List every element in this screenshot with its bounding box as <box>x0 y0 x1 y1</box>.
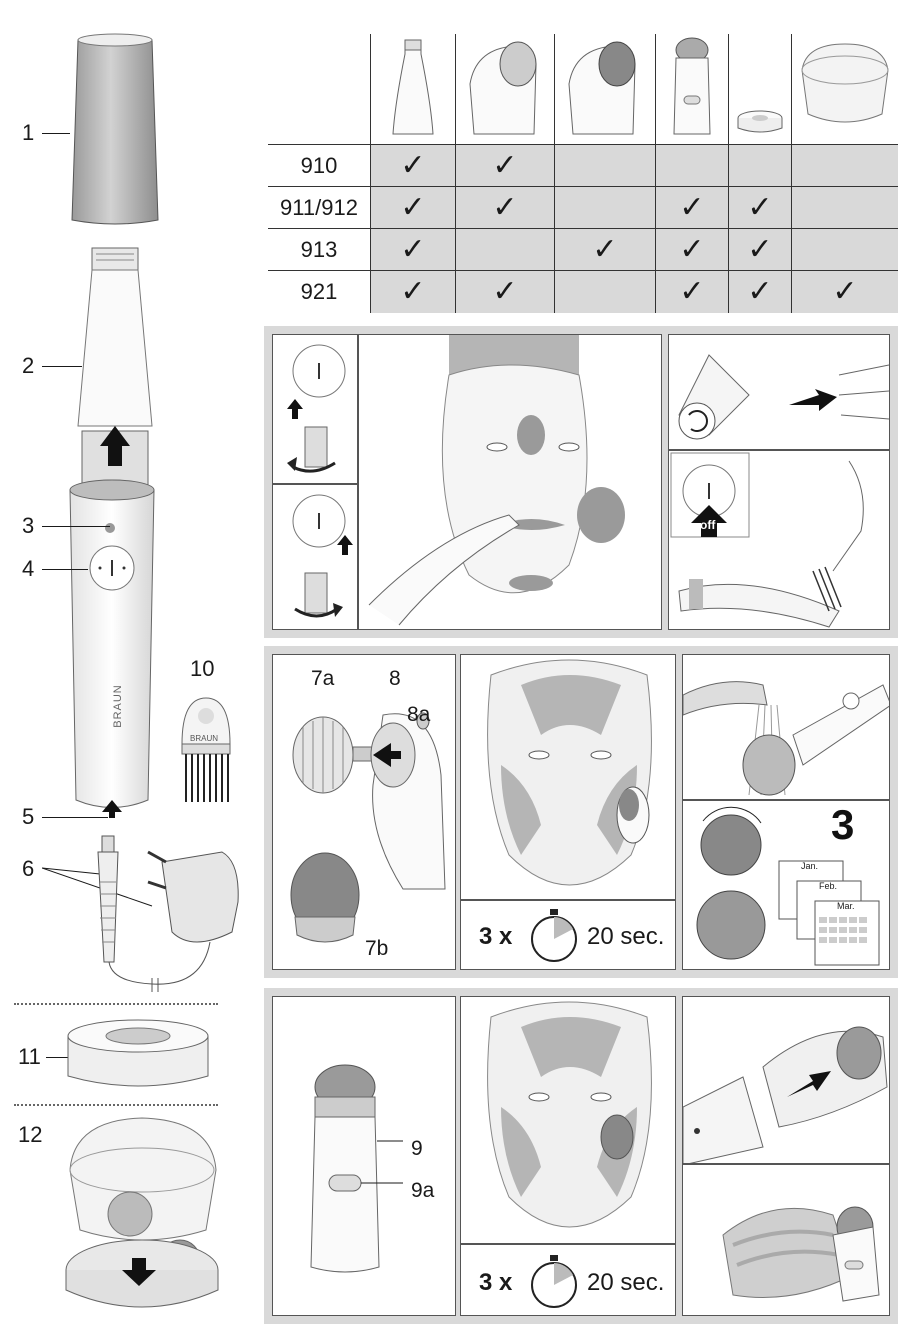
check-cell <box>554 144 656 187</box>
replace-brush-box: 3 Jan. Feb. Mar. <box>682 800 890 970</box>
check-cell <box>728 144 792 187</box>
check-cell: ✓ <box>554 228 656 271</box>
table-row: 921 ✓ ✓ ✓ ✓ ✓ <box>268 270 898 313</box>
label-9a: 9a <box>411 1179 435 1202</box>
check-cell <box>791 144 898 187</box>
table-row: 913 ✓ ✓ ✓ ✓ <box>268 228 898 271</box>
check-cell: ✓ <box>728 228 792 271</box>
check-cell: ✓ <box>655 228 729 271</box>
face-brush-zones <box>460 654 676 900</box>
table-header-brush-exfoliating <box>554 34 656 145</box>
calendar-month-feb: Feb. <box>819 881 838 891</box>
table-header-storage-box <box>791 34 898 145</box>
label-8: 8 <box>389 667 401 690</box>
brush-timer-duration: 20 sec. <box>587 923 665 950</box>
check-cell: ✓ <box>455 144 555 187</box>
calendar-month-jan: Jan. <box>801 861 819 871</box>
part-label-12: 12 <box>18 1122 43 1147</box>
model-910: 910 <box>268 144 371 187</box>
check-cell: ✓ <box>455 270 555 313</box>
calendar-number: 3 <box>831 801 855 848</box>
handpiece-body <box>69 479 155 818</box>
label-7b: 7b <box>365 937 389 960</box>
rinse-brush-box <box>682 654 890 800</box>
table-row: 911/912 ✓ ✓ ✓ ✓ <box>268 186 898 229</box>
check-cell <box>655 144 729 187</box>
check-cell: ✓ <box>370 270 456 313</box>
check-cell: ✓ <box>655 186 729 229</box>
check-cell: ✓ <box>370 186 456 229</box>
check-cell: ✓ <box>728 270 792 313</box>
massage-timer-box: 3 x 20 sec. <box>460 1244 676 1316</box>
check-cell: ✓ <box>655 270 729 313</box>
check-cell: ✓ <box>370 144 456 187</box>
part-label-5: 5 <box>22 804 35 829</box>
check-cell <box>554 270 656 313</box>
divider-dotted-1 <box>14 1003 218 1005</box>
switch-off-rotation-box <box>668 334 890 450</box>
table-header-massage-pad <box>655 34 729 145</box>
brush-brand-text: BRAUN <box>190 734 219 743</box>
brand-vertical-text: BRAUN <box>111 684 124 728</box>
part-label-6: 6 <box>22 856 35 881</box>
off-label: off <box>700 518 716 532</box>
check-cell <box>455 228 555 271</box>
protective-cap <box>71 33 159 225</box>
check-cell: ✓ <box>370 228 456 271</box>
check-cell <box>791 186 898 229</box>
switch-on-box <box>272 334 358 484</box>
charging-stand <box>67 1019 209 1087</box>
part-label-11: 11 <box>18 1044 41 1069</box>
face-massage-zones <box>460 996 676 1244</box>
check-cell <box>554 186 656 229</box>
clean-pad-box <box>682 1164 890 1316</box>
face-epilation-zones <box>358 334 662 630</box>
part-label-2: 2 <box>22 353 35 378</box>
charger-adapter <box>42 835 239 992</box>
facial-epilator-head <box>77 247 153 492</box>
check-cell: ✓ <box>455 186 555 229</box>
model-compatibility-table: 910 ✓ ✓ 911/912 ✓ ✓ ✓ ✓ 913 ✓ ✓ ✓ ✓ 921 … <box>268 34 898 313</box>
model-911-912: 911/912 <box>268 186 371 229</box>
part-label-1: 1 <box>22 120 35 145</box>
model-921: 921 <box>268 270 371 313</box>
massage-pad-panel: 9 9a 3 x 20 sec. <box>264 988 898 1324</box>
cleaning-head-box <box>668 450 890 630</box>
model-913: 913 <box>268 228 371 271</box>
brush-parts-box: 7a 8 8a 7b <box>272 654 456 970</box>
table-header-empty <box>268 34 371 145</box>
switch-off-box <box>272 484 358 630</box>
epilation-steps-panel: off <box>264 326 898 638</box>
brush-timer-count: 3 x <box>479 923 513 950</box>
massage-timer-count: 3 x <box>479 1269 513 1296</box>
check-cell: ✓ <box>728 186 792 229</box>
table-header-epilator-head <box>370 34 456 145</box>
massage-timer-duration: 20 sec. <box>587 1269 665 1296</box>
check-cell <box>791 228 898 271</box>
part-label-4: 4 <box>22 556 35 581</box>
label-8a: 8a <box>407 703 431 726</box>
check-cell: ✓ <box>791 270 898 313</box>
table-row: 910 ✓ ✓ <box>268 144 898 187</box>
part-label-3: 3 <box>22 513 35 538</box>
label-7a: 7a <box>311 667 335 690</box>
brush-timer-box: 3 x 20 sec. <box>460 900 676 970</box>
divider-dotted-2 <box>14 1104 218 1106</box>
part-label-10: 10 <box>190 656 215 681</box>
label-9: 9 <box>411 1137 423 1160</box>
cleaning-brush <box>181 697 231 802</box>
attach-pad-box <box>682 996 890 1164</box>
table-header-brush-soft <box>455 34 555 145</box>
massage-pad-parts-box: 9 9a <box>272 996 456 1316</box>
table-header-charging-stand <box>728 34 792 145</box>
storage-box <box>65 1117 219 1308</box>
calendar-month-mar: Mar. <box>837 901 855 911</box>
cleansing-brush-panel: 7a 8 8a 7b 3 x 20 sec. <box>264 646 898 978</box>
